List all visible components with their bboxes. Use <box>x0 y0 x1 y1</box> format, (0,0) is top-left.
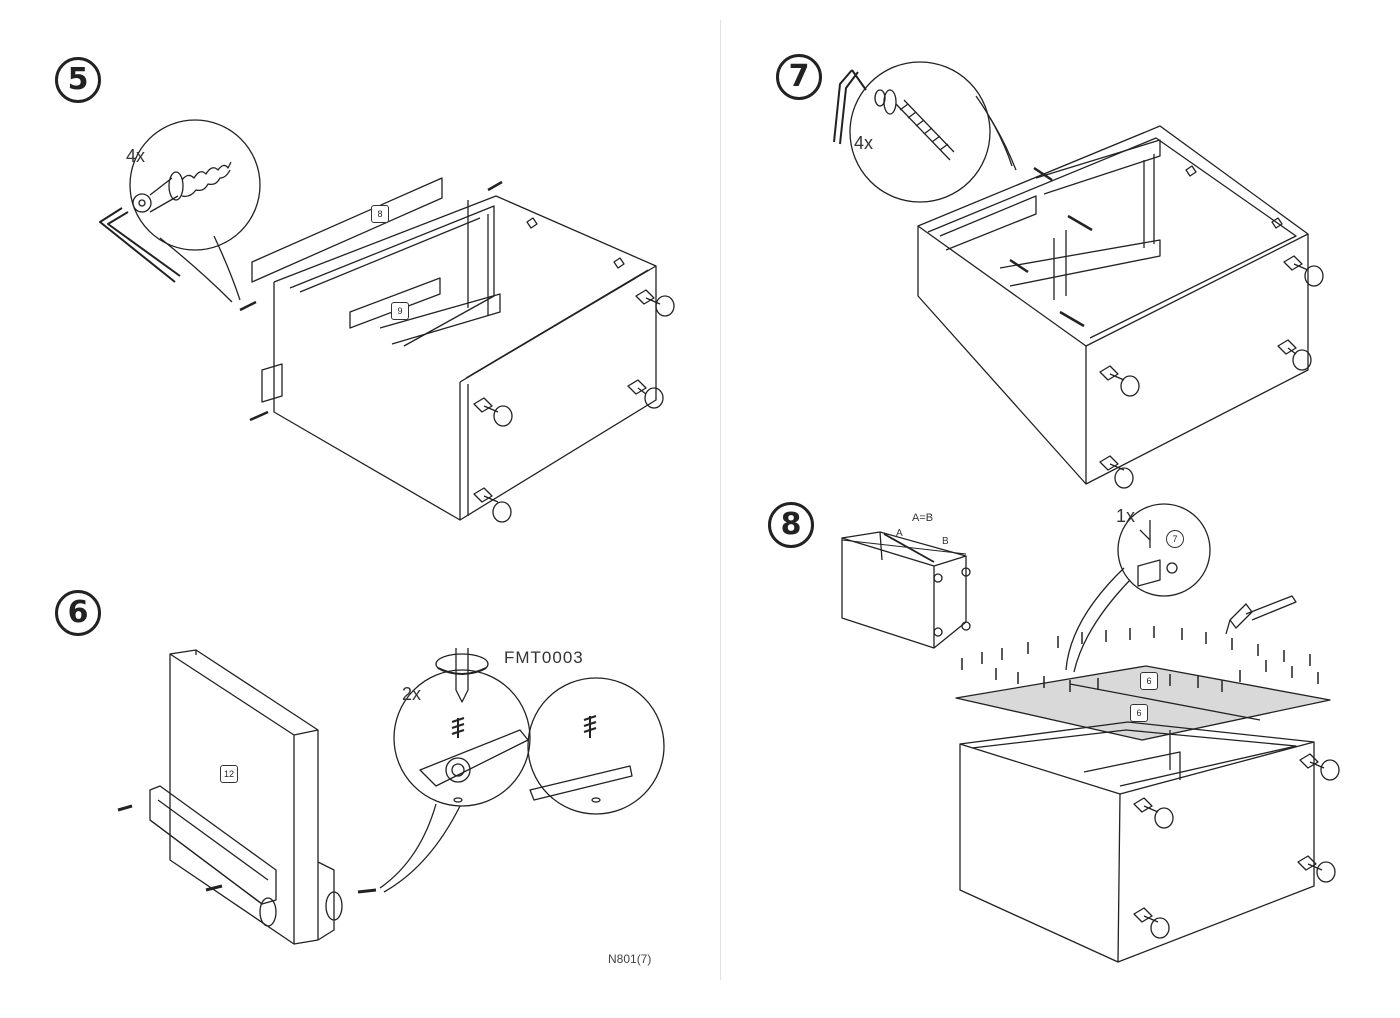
footer-code: N801(7) <box>608 952 652 966</box>
part-tag-6a: 6 <box>1140 672 1158 690</box>
part-tag-9: 9 <box>391 302 409 320</box>
step-6-drawer-front <box>117 649 377 945</box>
step-6-detail-circles <box>379 669 665 893</box>
screwdriver-icon <box>435 648 489 703</box>
measure-a: A <box>896 528 903 539</box>
step-8-quantity: 1x <box>1116 506 1136 526</box>
step-8-detail-circle <box>1065 503 1211 673</box>
part-tag-6b: 6 <box>1130 704 1148 722</box>
step-5-number: 5 <box>55 57 101 103</box>
step-5-quantity: 4x <box>126 146 146 166</box>
step-5-detail-circle <box>129 119 261 303</box>
cam-bolt-icon <box>132 161 232 213</box>
step-8-panels <box>955 665 1331 741</box>
part-tag-8: 8 <box>371 205 389 223</box>
step-7-detail-circle <box>849 61 1017 203</box>
step-8-nails <box>961 626 1319 692</box>
allen-key-icon-7 <box>833 69 867 145</box>
step-7-quantity: 4x <box>854 133 874 153</box>
step-8-number: 8 <box>768 502 814 548</box>
page-divider <box>720 20 721 980</box>
measure-equation: A=B <box>912 512 934 524</box>
part-code: FMT0003 <box>504 648 584 667</box>
long-bolt-7 <box>874 89 955 161</box>
step-6-quantity: 2x <box>402 684 422 704</box>
step-7-legs <box>1099 255 1324 489</box>
step-7-cabinet <box>917 125 1309 485</box>
step-5-cabinet <box>239 177 657 521</box>
step-7-number: 7 <box>776 54 822 100</box>
step-8-legs <box>1133 753 1340 939</box>
step-ref-7: 7 <box>1166 530 1184 548</box>
part-tag-12: 12 <box>220 765 238 783</box>
step-8-measure-box <box>841 531 971 649</box>
step-6-number: 6 <box>55 590 101 636</box>
allen-key-icon <box>99 207 181 283</box>
hammer-icon <box>1225 595 1297 635</box>
step-5-legs <box>473 289 675 523</box>
measure-b: B <box>942 536 949 547</box>
step-8-cabinet <box>959 721 1315 963</box>
